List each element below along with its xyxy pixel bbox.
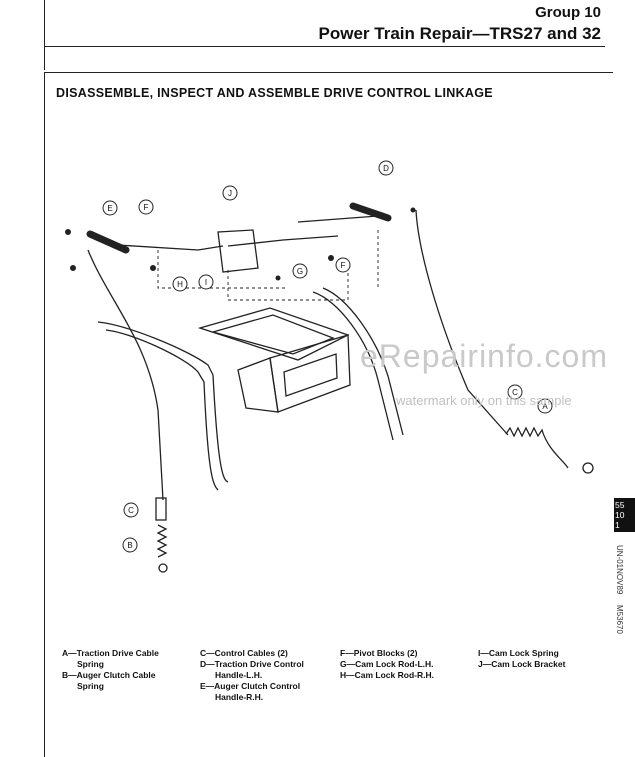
section-title: DISASSEMBLE, INSPECT AND ASSEMBLE DRIVE … [56,86,493,100]
svg-text:C: C [128,506,134,515]
traction-drive-cable-spring [505,426,569,469]
page-title: Power Train Repair—TRS27 and 32 [318,24,601,43]
cam-lock-rod-rh [227,235,339,247]
legend-item: Spring [77,659,104,669]
document-code-1: UN-01NOV89 [615,545,624,595]
legend-item: C—Control Cables (2) [200,648,288,658]
auger-clutch-cable-spring [156,524,168,558]
legend-item: B—Auger Clutch Cable [62,670,156,680]
callout-h: H [172,276,188,292]
callout-c-right: C [507,384,523,400]
legend-item: F—Pivot Blocks (2) [340,648,418,658]
svg-text:A: A [542,402,548,411]
legend-item: H—Cam Lock Rod-R.H. [340,670,434,680]
cam-lock-bracket [217,229,259,273]
svg-text:E: E [107,204,112,213]
legend-item: J—Cam Lock Bracket [478,659,566,669]
callout-b: B [122,537,138,553]
traction-drive-handle [349,202,392,222]
svg-text:G: G [297,267,303,276]
legend-item: G—Cam Lock Rod-L.H. [340,659,434,669]
callout-g: G [292,263,308,279]
group-label: Group 10 [535,4,601,21]
control-cable-lh [87,249,164,501]
svg-text:D: D [383,164,389,173]
cam-lock-rod-lh [117,244,224,251]
svg-text:B: B [127,541,132,550]
legend-column-4: I—Cam Lock Spring J—Cam Lock Bracket [478,648,565,670]
control-cable-rh [415,209,509,436]
callout-d: D [378,160,394,176]
content-panel [44,72,613,757]
callout-f: F [138,199,154,215]
svg-text:I: I [205,278,207,287]
linkage-diagram: E F J D H I G F C A C B [65,160,594,573]
handlebar-frame [97,321,229,483]
svg-text:F: F [144,203,149,212]
callout-e: E [102,200,118,216]
callout-f2: F [335,257,351,273]
legend-item: Handle-L.H. [215,670,263,680]
tab-line-3: 1 [615,520,620,530]
legend-item: Spring [77,681,104,691]
legend-column-2: C—Control Cables (2) D—Traction Drive Co… [200,648,304,703]
svg-text:C: C [512,388,518,397]
section-tab: 55 10 1 [614,498,635,532]
legend-item: E—Auger Clutch Control [200,681,301,691]
callout-i: I [198,274,214,290]
watermark-subtext: watermark only on this sample [396,393,572,408]
document-code-2: M53670 [615,605,624,634]
legend-column-3: F—Pivot Blocks (2) G—Cam Lock Rod-L.H. H… [340,648,434,681]
legend-item: I—Cam Lock Spring [478,648,559,658]
legend-item: D—Traction Drive Control [200,659,304,669]
auger-clutch-handle [86,230,130,254]
header-rule [44,46,605,47]
tab-line-1: 55 [615,500,625,510]
callout-j: J [222,185,238,201]
watermark-text: eRepairinfo.com [360,338,608,374]
svg-text:F: F [341,261,346,270]
callout-c-left: C [123,502,139,518]
svg-text:H: H [177,280,183,289]
legend-item: A—Traction Drive Cable [62,648,159,658]
svg-text:J: J [228,189,232,198]
legend-column-1: A—Traction Drive Cable Spring B—Auger Cl… [62,648,159,692]
callout-a: A [537,398,553,414]
tab-line-2: 10 [615,510,625,520]
legend-item: Handle-R.H. [215,692,264,702]
header-left-rule [44,0,45,70]
